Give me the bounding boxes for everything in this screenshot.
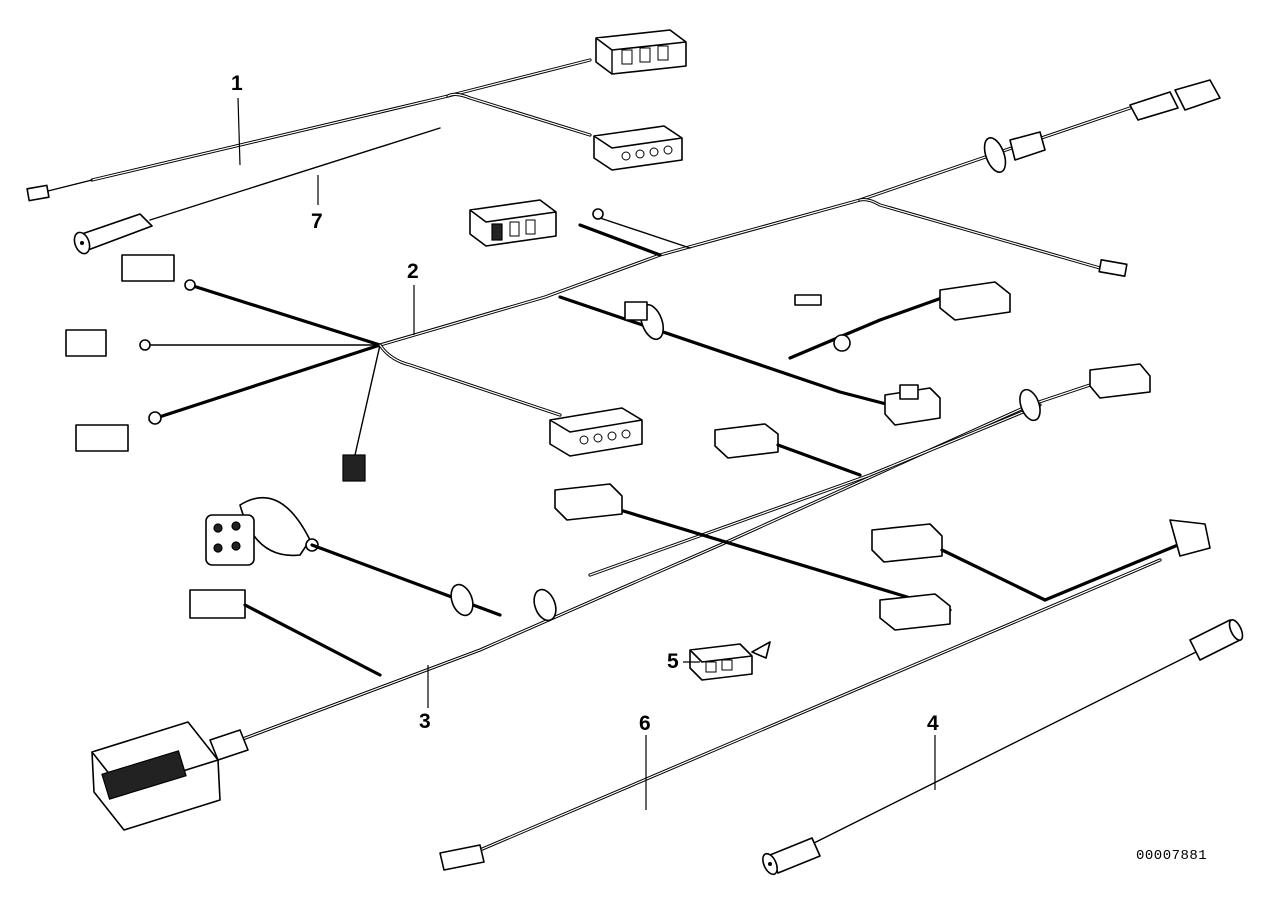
connector-3-main: [91, 721, 249, 831]
part-7-sensor: [73, 127, 441, 255]
connector-2a: [469, 199, 557, 247]
document-number: 00007881: [1136, 848, 1208, 864]
part-label-7: 7: [311, 210, 323, 233]
part-label-1: 1: [231, 72, 243, 95]
leader-1: [237, 97, 241, 166]
connector-2b: [549, 407, 643, 457]
part-label-5: 5: [667, 650, 679, 673]
part-label-2: 2: [407, 260, 419, 283]
harness-1: [26, 29, 687, 202]
part-label-4: 4: [927, 712, 939, 735]
part-6-cable: [439, 558, 1162, 871]
part-label-6: 6: [639, 712, 651, 735]
part-5-connector: [689, 641, 771, 681]
part-4-cable: [762, 619, 1244, 876]
connector-1a: [595, 29, 687, 75]
round-connector-3: [205, 496, 319, 566]
harness-2: [65, 79, 1221, 482]
harness-3: [91, 363, 1211, 831]
part-label-3: 3: [419, 710, 431, 733]
connector-1b: [593, 125, 683, 171]
